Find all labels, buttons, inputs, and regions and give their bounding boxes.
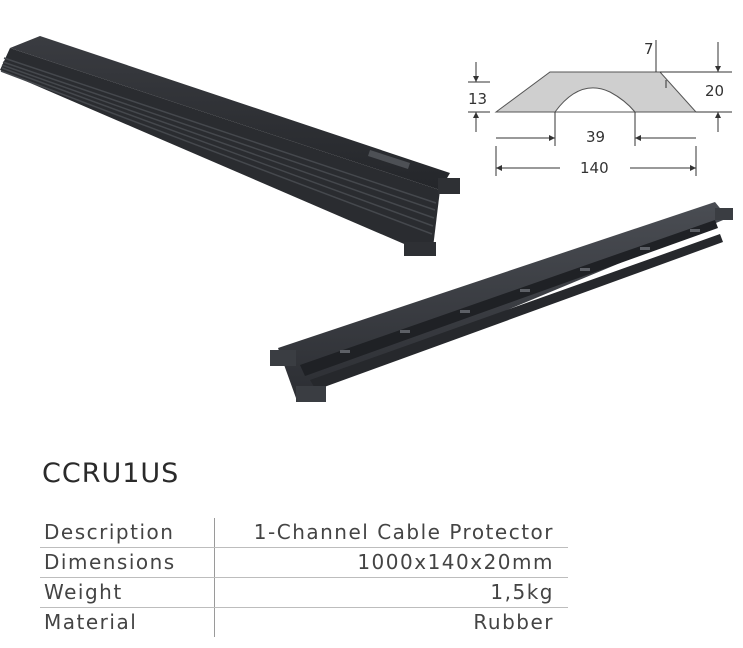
product-photo-top — [0, 36, 460, 256]
table-row: Description 1-Channel Cable Protector — [40, 518, 568, 548]
table-row: Material Rubber — [40, 607, 568, 637]
connector-tab — [404, 242, 436, 256]
spec-label: Description — [40, 518, 215, 548]
dim-side-height: 13 — [468, 90, 487, 108]
connector-tab — [438, 178, 460, 194]
connector-tab — [715, 208, 733, 220]
spec-value: 1,5kg — [214, 577, 568, 608]
spec-value: 1-Channel Cable Protector — [214, 518, 568, 548]
product-photo-bottom — [270, 202, 733, 402]
dim-channel-width: 39 — [586, 128, 605, 146]
connector-tab — [296, 386, 326, 402]
table-row: Weight 1,5kg — [40, 577, 568, 608]
product-model: CCRU1US — [42, 458, 180, 489]
spec-label: Material — [40, 607, 215, 637]
connector-tab — [270, 350, 296, 366]
spec-label: Dimensions — [40, 547, 215, 578]
table-row: Dimensions 1000x140x20mm — [40, 547, 568, 578]
spec-label: Weight — [40, 577, 215, 608]
spec-value: Rubber — [473, 610, 554, 634]
cross-section-diagram: 13 20 7 39 140 — [468, 40, 732, 177]
dim-total-height: 20 — [705, 82, 724, 100]
spec-table: Description 1-Channel Cable Protector Di… — [40, 518, 568, 637]
dim-top-offset: 7 — [644, 40, 654, 58]
spec-value: 1000x140x20mm — [214, 547, 568, 578]
dim-total-width: 140 — [580, 159, 609, 177]
